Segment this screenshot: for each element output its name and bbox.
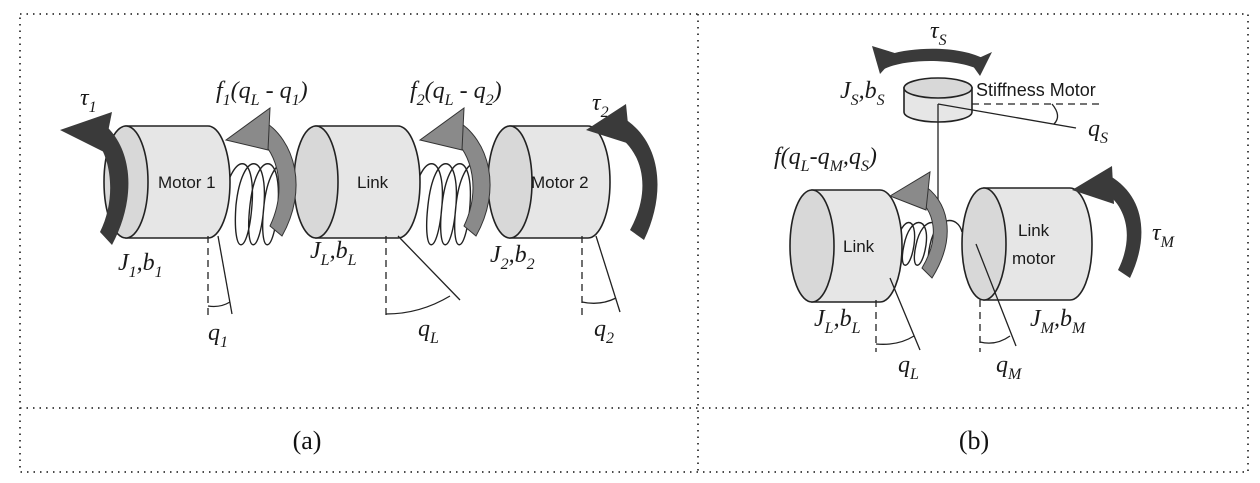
f-label-b: f(qL-qM,qS) — [774, 144, 877, 175]
link-label-a: Link — [357, 173, 389, 192]
f-arrow-b — [888, 171, 948, 279]
tau2-arrow — [586, 104, 658, 240]
tauM-label: τM — [1152, 220, 1176, 251]
f2-label: f2(qL - q2) — [410, 78, 502, 109]
panel-a: Motor 1 Link Motor 2 — [60, 78, 658, 351]
motor2-cylinder: Motor 2 — [487, 125, 611, 239]
qL-angle — [385, 235, 461, 320]
panel-b: Stiffness Motor Link Link motor — [774, 18, 1176, 383]
f2-arrow — [418, 106, 491, 237]
q1-angle — [207, 235, 233, 320]
JL-bL-label-a: JL,bL — [310, 238, 357, 269]
stiffness-motor-label: Stiffness Motor — [976, 80, 1096, 100]
qL-label-a: qL — [418, 316, 439, 347]
tau1-arrow — [60, 112, 129, 245]
tauS-label: τS — [930, 18, 947, 49]
JM-bM-label: JM,bM — [1030, 306, 1087, 337]
caption-b: (b) — [958, 426, 990, 455]
spring-motor1-link — [221, 161, 301, 246]
q2-label: q2 — [594, 316, 614, 347]
J1-b1-label: J1,b1 — [118, 250, 163, 281]
f1-arrow — [224, 106, 297, 237]
stiffness-motor-cylinder: Stiffness Motor — [903, 77, 1104, 218]
motor2-label: Motor 2 — [531, 173, 589, 192]
q2-angle — [581, 235, 621, 320]
JS-bS-label: JS,bS — [840, 78, 885, 109]
f1-label: f1(qL - q1) — [216, 78, 308, 109]
link-label-b: Link — [843, 237, 875, 256]
qL-angle-b — [875, 277, 921, 352]
dotted-frame — [19, 13, 1249, 473]
spring-link-linkmotor — [895, 219, 963, 266]
qS-label: qS — [1088, 116, 1108, 147]
link-motor-label-2: motor — [1012, 249, 1056, 268]
spring-link-motor2 — [411, 161, 491, 246]
JL-bL-label-b: JL,bL — [814, 306, 861, 337]
tau2-label: τ2 — [592, 90, 609, 121]
tau1-label: τ1 — [80, 85, 97, 116]
link-cylinder-b: Link — [789, 189, 903, 303]
qM-label: qM — [996, 352, 1023, 383]
tauM-arrow — [1072, 166, 1142, 278]
motor1-label: Motor 1 — [158, 173, 216, 192]
link-motor-label-1: Link — [1018, 221, 1050, 240]
caption-a: (a) — [292, 426, 322, 455]
link-cylinder-a: Link — [293, 125, 421, 239]
J2-b2-label: J2,b2 — [490, 242, 535, 273]
link-motor-cylinder: Link motor — [961, 187, 1093, 301]
qL-label-b: qL — [898, 352, 919, 383]
qM-angle — [975, 243, 1017, 352]
tauS-arrow — [872, 46, 992, 76]
q1-label: q1 — [208, 320, 228, 351]
